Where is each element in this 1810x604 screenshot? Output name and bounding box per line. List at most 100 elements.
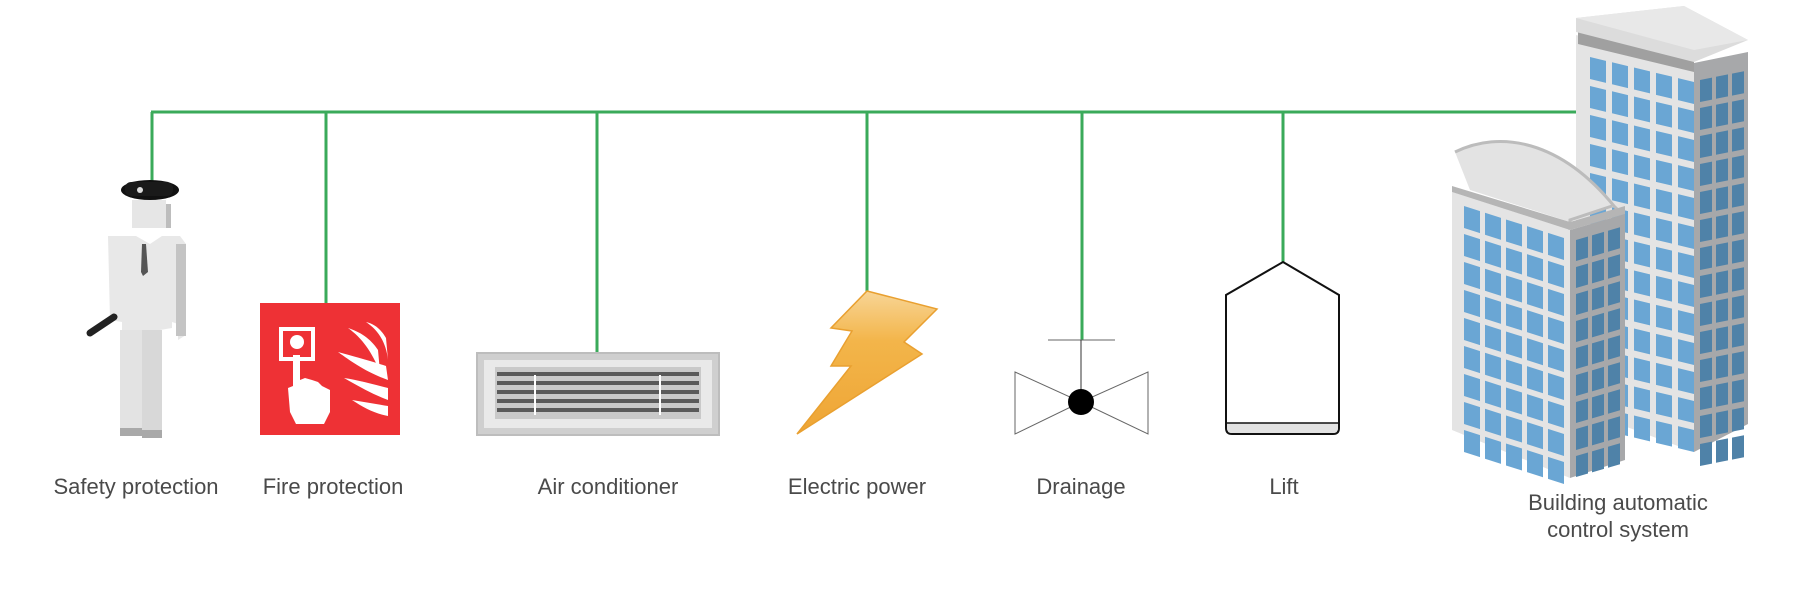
building-window xyxy=(1608,335,1620,360)
building-window xyxy=(1576,398,1588,423)
building-window xyxy=(1700,245,1712,270)
building-window xyxy=(1716,326,1728,351)
building-window xyxy=(1590,57,1606,83)
building-window xyxy=(1590,86,1606,112)
building-window xyxy=(1612,120,1628,147)
building-window xyxy=(1485,408,1501,436)
building-window xyxy=(1576,344,1588,369)
building-window xyxy=(1678,165,1694,191)
building-window xyxy=(1634,270,1650,297)
building-window xyxy=(1485,380,1501,408)
building-window xyxy=(1634,328,1650,355)
building-window xyxy=(1656,188,1672,215)
building-window xyxy=(1506,275,1522,303)
building-window xyxy=(1716,354,1728,379)
building-window xyxy=(1592,231,1604,257)
building-window xyxy=(1732,211,1744,236)
building-window xyxy=(1485,212,1501,240)
building-window xyxy=(1656,420,1672,447)
building-window xyxy=(1485,436,1501,464)
building-window xyxy=(1732,71,1744,96)
building-window xyxy=(1608,362,1620,387)
building-window xyxy=(1678,223,1694,249)
building-window xyxy=(1678,252,1694,278)
building-window xyxy=(1732,183,1744,208)
building-window xyxy=(1592,447,1604,473)
building-window xyxy=(1527,310,1543,338)
label-drainage: Drainage xyxy=(1036,474,1125,499)
building-window xyxy=(1634,154,1650,181)
building-window xyxy=(1506,331,1522,359)
building-window xyxy=(1464,346,1480,374)
building-window xyxy=(1592,393,1604,419)
building-window xyxy=(1678,281,1694,307)
building-window xyxy=(1700,133,1712,158)
building-window xyxy=(1548,400,1564,428)
building-window xyxy=(1732,239,1744,264)
building-window xyxy=(1506,303,1522,331)
building-window xyxy=(1608,443,1620,468)
building-window xyxy=(1732,267,1744,292)
building-window xyxy=(1464,430,1480,458)
building-window xyxy=(1527,394,1543,422)
label-electric-power: Electric power xyxy=(788,474,926,499)
building-window xyxy=(1678,368,1694,394)
building-window xyxy=(1634,241,1650,268)
building-window xyxy=(1656,362,1672,389)
building-window xyxy=(1656,159,1672,186)
building-window xyxy=(1678,397,1694,423)
building-window xyxy=(1656,391,1672,418)
building-window xyxy=(1592,258,1604,284)
building-window xyxy=(1576,317,1588,342)
building-window xyxy=(1700,385,1712,410)
building-window xyxy=(1527,226,1543,254)
building-window xyxy=(1612,149,1628,176)
building-window xyxy=(1716,298,1728,323)
building-window xyxy=(1634,386,1650,413)
building-window xyxy=(1506,443,1522,471)
building-window xyxy=(1608,281,1620,306)
building-window xyxy=(1576,425,1588,450)
building-window xyxy=(1716,130,1728,155)
building-window xyxy=(1485,240,1501,268)
building-window xyxy=(1656,130,1672,157)
building-window xyxy=(1506,359,1522,387)
building-window xyxy=(1485,296,1501,324)
building-window xyxy=(1590,144,1606,170)
label-building-control-line2: control system xyxy=(1547,517,1689,542)
building-window xyxy=(1678,136,1694,162)
building-window xyxy=(1716,186,1728,211)
building-window xyxy=(1700,301,1712,326)
building-window xyxy=(1732,295,1744,320)
building-window xyxy=(1634,125,1650,152)
building-window xyxy=(1612,62,1628,89)
building-window xyxy=(1464,402,1480,430)
building-window xyxy=(1700,161,1712,186)
building-window xyxy=(1464,262,1480,290)
building-window xyxy=(1608,416,1620,441)
lightning-bolt-icon xyxy=(796,290,939,435)
valve-icon xyxy=(1014,339,1149,435)
building-window xyxy=(1612,178,1628,205)
building-window xyxy=(1634,415,1650,442)
building-window xyxy=(1576,263,1588,288)
building-window xyxy=(1634,183,1650,210)
building-window xyxy=(1576,236,1588,261)
building-window xyxy=(1608,308,1620,333)
building-window xyxy=(1678,194,1694,220)
building-window xyxy=(1506,387,1522,415)
building-window xyxy=(1656,333,1672,360)
building-window xyxy=(1464,374,1480,402)
label-fire-protection: Fire protection xyxy=(263,474,404,499)
building-window xyxy=(1608,389,1620,414)
building-window xyxy=(1678,78,1694,104)
building-window xyxy=(1700,329,1712,354)
building-window xyxy=(1506,219,1522,247)
building-window xyxy=(1576,290,1588,315)
building-window xyxy=(1464,206,1480,234)
label-air-conditioner: Air conditioner xyxy=(538,474,679,499)
air-vent-icon xyxy=(476,352,720,436)
building-window xyxy=(1700,189,1712,214)
building-window xyxy=(1656,72,1672,99)
